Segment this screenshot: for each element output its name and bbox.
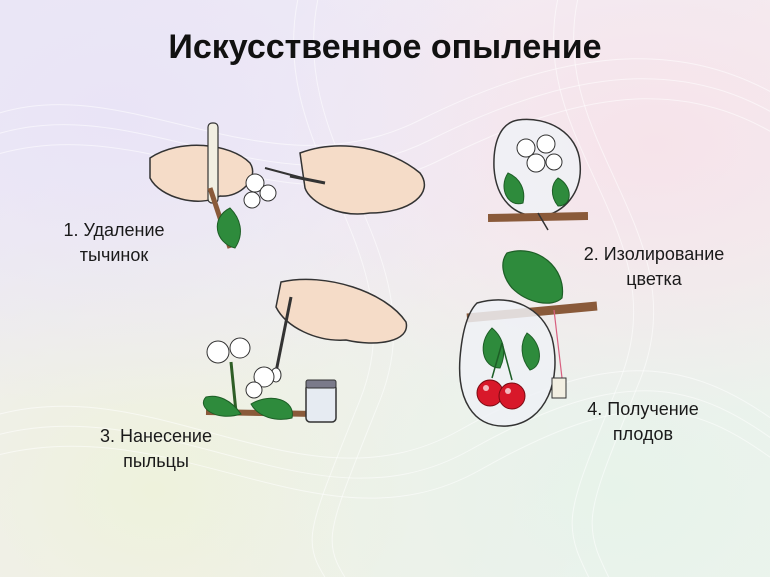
step-label-3-line2: пыльцы xyxy=(123,451,189,471)
step-label-1-line1: 1. Удаление xyxy=(63,220,165,240)
page-title: Искусственное опыление xyxy=(168,28,602,66)
step-label-2-line2: цветка xyxy=(626,269,682,289)
pollen-application-illustration xyxy=(203,278,408,423)
step-label-2: 2. Изолирование цветка xyxy=(566,242,742,292)
fruit-result-illustration xyxy=(458,250,598,427)
stamen-removal-illustration xyxy=(149,122,426,249)
step-label-1-line2: тычинок xyxy=(79,245,149,265)
step-label-4-line2: плодов xyxy=(612,424,674,444)
step-label-4: 4. Получение плодов xyxy=(570,397,716,447)
step-label-3-line1: 3. Нанесение xyxy=(100,426,212,446)
step-label-2-line1: 2. Изолирование xyxy=(583,244,725,264)
step-label-1: 1. Удаление тычинок xyxy=(52,218,176,268)
isolated-flower-illustration xyxy=(488,118,588,231)
step-label-3: 3. Нанесение пыльцы xyxy=(88,424,224,474)
step-label-4-line1: 4. Получение xyxy=(587,399,699,419)
